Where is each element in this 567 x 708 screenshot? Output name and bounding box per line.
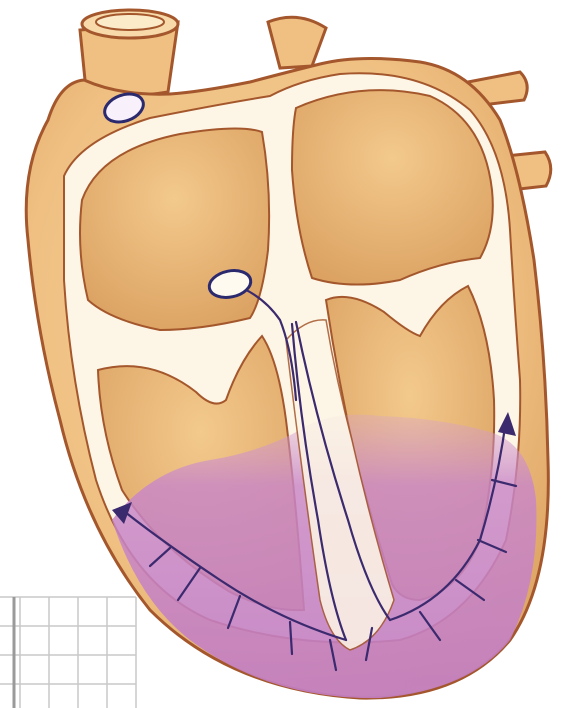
pulmonary-trunk: [268, 17, 326, 68]
background-grid: [0, 597, 136, 708]
right-upper-chamber: [292, 90, 493, 284]
